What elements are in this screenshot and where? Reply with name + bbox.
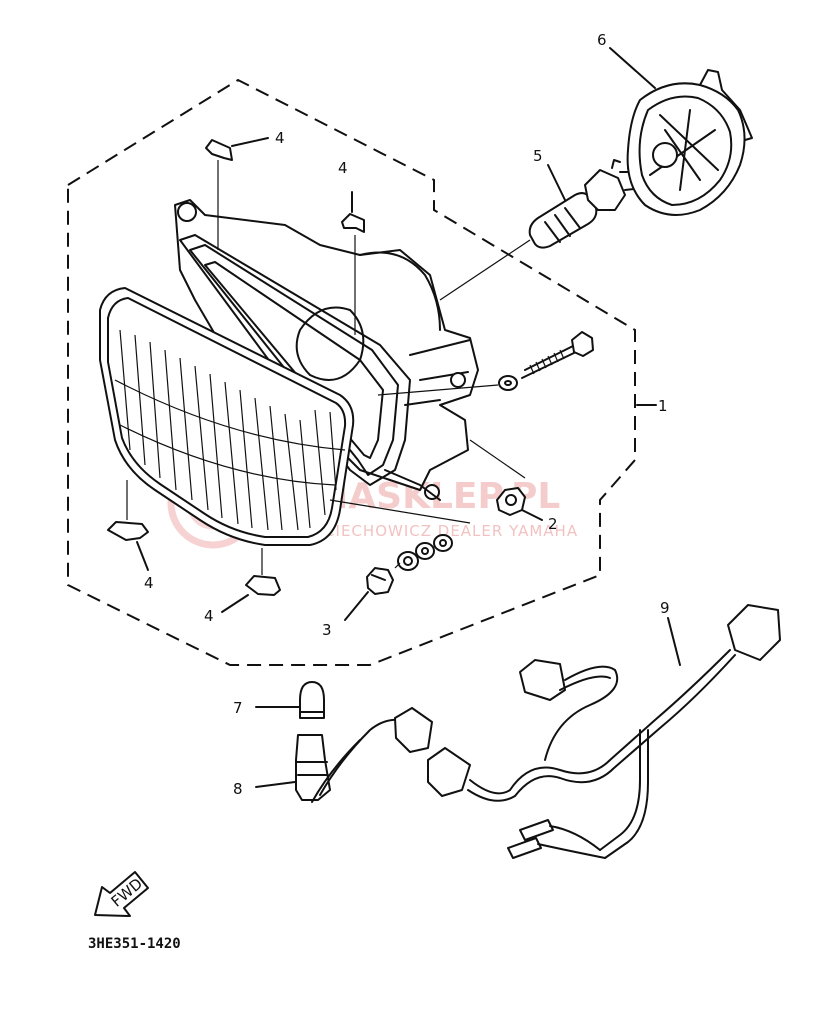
callout-4-bottom-center: 4 [204, 607, 214, 625]
auxiliary-bulb [299, 681, 325, 719]
callout-6: 6 [597, 31, 607, 49]
callout-2: 2 [548, 515, 558, 533]
callout-8: 8 [233, 780, 243, 798]
clip-bottom-center [245, 575, 281, 596]
headlight-bulb [528, 159, 643, 249]
bulb-socket [295, 718, 401, 803]
diagram-code: 3HE351-1420 [88, 936, 181, 952]
callout-7: 7 [233, 699, 243, 717]
wiring-harness [394, 604, 781, 859]
callout-4-top-center: 4 [338, 159, 348, 177]
watermark-dealer: WOJCIECHOWICZ DEALER YAMAHA [290, 522, 578, 540]
bulb-cover [626, 69, 753, 216]
callout-1: 1 [658, 397, 668, 415]
headlight-rim-gasket [179, 234, 411, 486]
callout-4-bottom-left: 4 [144, 574, 154, 592]
callout-9: 9 [660, 599, 670, 617]
headlight-lens [99, 287, 355, 546]
clip-top-center [341, 213, 365, 233]
clip-top-left [205, 139, 233, 161]
adjusting-bolt [521, 331, 594, 379]
forward-arrow-icon: FWD [94, 871, 149, 917]
washers-set [397, 534, 453, 571]
clip-bottom-left [107, 521, 149, 541]
grommet-3 [366, 567, 394, 595]
clips [107, 139, 365, 596]
callout-3: 3 [322, 621, 332, 639]
nut-2 [496, 487, 526, 516]
callouts: 1 2 3 4 4 4 4 5 6 7 8 9 [144, 31, 670, 798]
leader-lines [126, 47, 681, 788]
lens-pattern [114, 329, 346, 531]
callout-5: 5 [533, 147, 543, 165]
callout-4-top-left: 4 [275, 129, 285, 147]
assembly-boundary [67, 78, 636, 666]
